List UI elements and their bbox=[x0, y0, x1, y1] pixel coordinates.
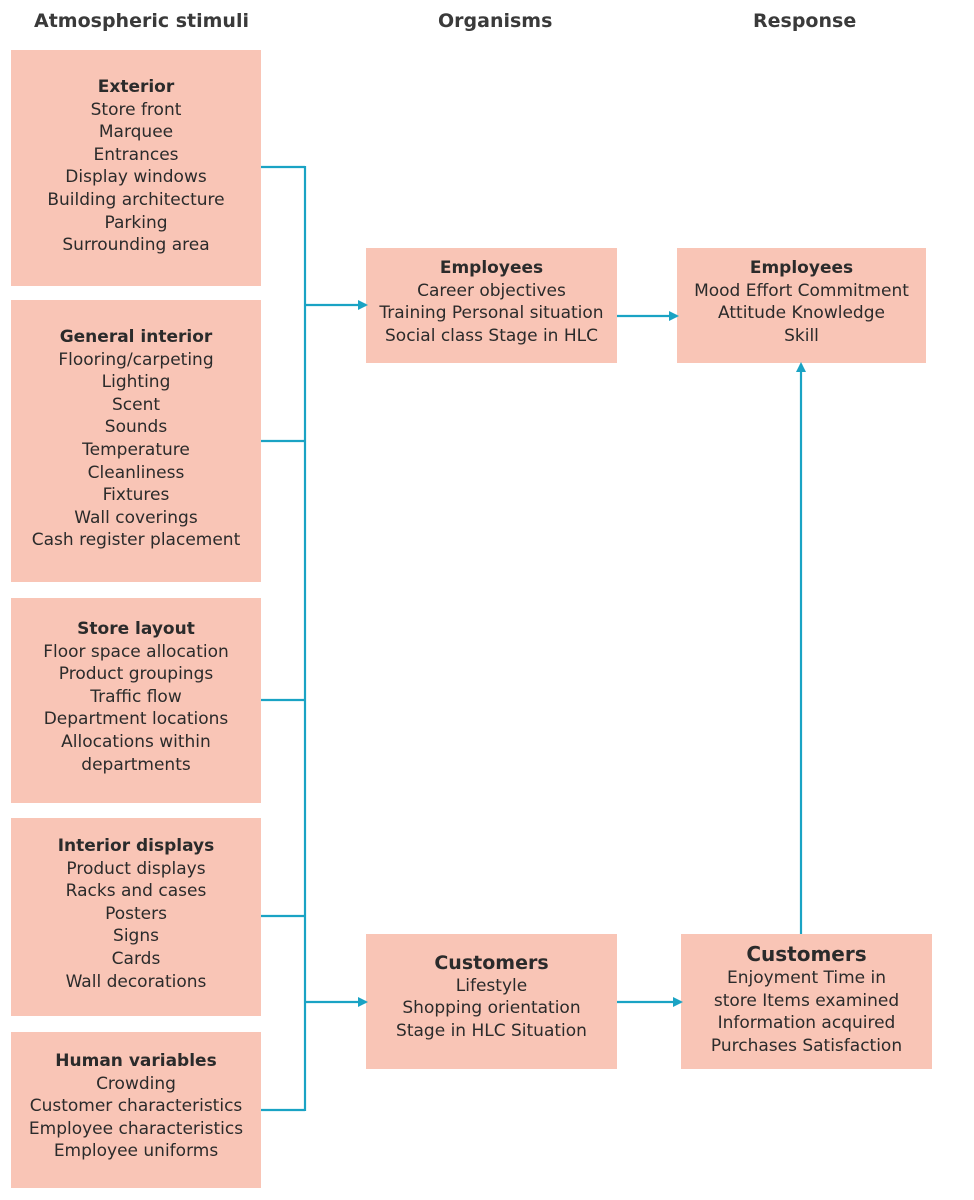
item-line: Lifestyle bbox=[455, 975, 528, 996]
item-line: Attitude Knowledge bbox=[718, 303, 885, 324]
item-line: Allocations within bbox=[61, 731, 211, 752]
item-line: Wall coverings bbox=[74, 507, 198, 528]
item-line: Temperature bbox=[82, 439, 190, 460]
organism-title: Employees bbox=[439, 258, 544, 278]
item-line: Sounds bbox=[104, 417, 168, 438]
stimulus-title: General interior bbox=[59, 327, 213, 347]
item-line: Enjoyment Time in bbox=[726, 968, 887, 988]
item-line: Signs bbox=[113, 926, 159, 947]
organisms-column-header: Organisms bbox=[438, 10, 553, 32]
stimuli-column-header: Atmospheric stimuli bbox=[34, 10, 249, 32]
response-title: Employees bbox=[749, 258, 854, 278]
item-line: Training Personal situation bbox=[379, 303, 604, 324]
organism-title: Customers bbox=[434, 952, 549, 974]
item-line: Product displays bbox=[66, 858, 206, 879]
item-line: Floor space allocation bbox=[43, 641, 229, 662]
item-line: store Items examined bbox=[713, 990, 900, 1011]
item-line: Traffic flow bbox=[90, 686, 182, 707]
item-line: departments bbox=[81, 754, 191, 775]
item-line: Cards bbox=[111, 948, 161, 969]
item-line: Wall decorations bbox=[65, 971, 207, 992]
item-line: Social class Stage in HLC bbox=[385, 325, 598, 346]
item-line: Lighting bbox=[101, 372, 171, 393]
item-line: Store front bbox=[90, 99, 182, 120]
item-line: Product groupings bbox=[58, 664, 214, 685]
stimulus-title: Interior displays bbox=[57, 836, 215, 856]
item-line: Scent bbox=[111, 394, 161, 415]
item-line: Customer characteristics bbox=[29, 1096, 243, 1117]
item-line: Employee uniforms bbox=[53, 1141, 219, 1162]
item-line: Department locations bbox=[43, 709, 229, 730]
item-line: Cash register placement bbox=[31, 530, 241, 551]
item-line: Employee characteristics bbox=[28, 1118, 244, 1139]
item-line: Entrances bbox=[93, 144, 179, 165]
item-line: Racks and cases bbox=[65, 881, 207, 902]
response-title: Customers bbox=[746, 942, 867, 966]
item-line: Information acquired bbox=[717, 1013, 896, 1034]
item-line: Career objectives bbox=[417, 280, 566, 301]
item-line: Flooring/carpeting bbox=[58, 349, 214, 370]
item-line: Posters bbox=[105, 903, 167, 924]
item-line: Display windows bbox=[65, 167, 207, 188]
item-line: Skill bbox=[784, 325, 819, 346]
item-line: Purchases Satisfaction bbox=[710, 1035, 903, 1056]
item-line: Marquee bbox=[98, 122, 174, 143]
item-line: Crowding bbox=[96, 1073, 176, 1094]
stimulus-title: Exterior bbox=[97, 77, 175, 97]
item-line: Shopping orientation bbox=[402, 998, 581, 1019]
response-column-header: Response bbox=[753, 10, 857, 32]
item-line: Cleanliness bbox=[87, 462, 185, 483]
item-line: Fixtures bbox=[102, 485, 170, 506]
item-line: Parking bbox=[104, 212, 168, 233]
item-line: Surrounding area bbox=[62, 235, 210, 256]
item-line: Mood Effort Commitment bbox=[694, 280, 909, 301]
stimulus-title: Store layout bbox=[77, 619, 195, 639]
item-line: Building architecture bbox=[47, 189, 225, 210]
item-line: Stage in HLC Situation bbox=[396, 1020, 587, 1041]
stimulus-title: Human variables bbox=[55, 1051, 217, 1071]
